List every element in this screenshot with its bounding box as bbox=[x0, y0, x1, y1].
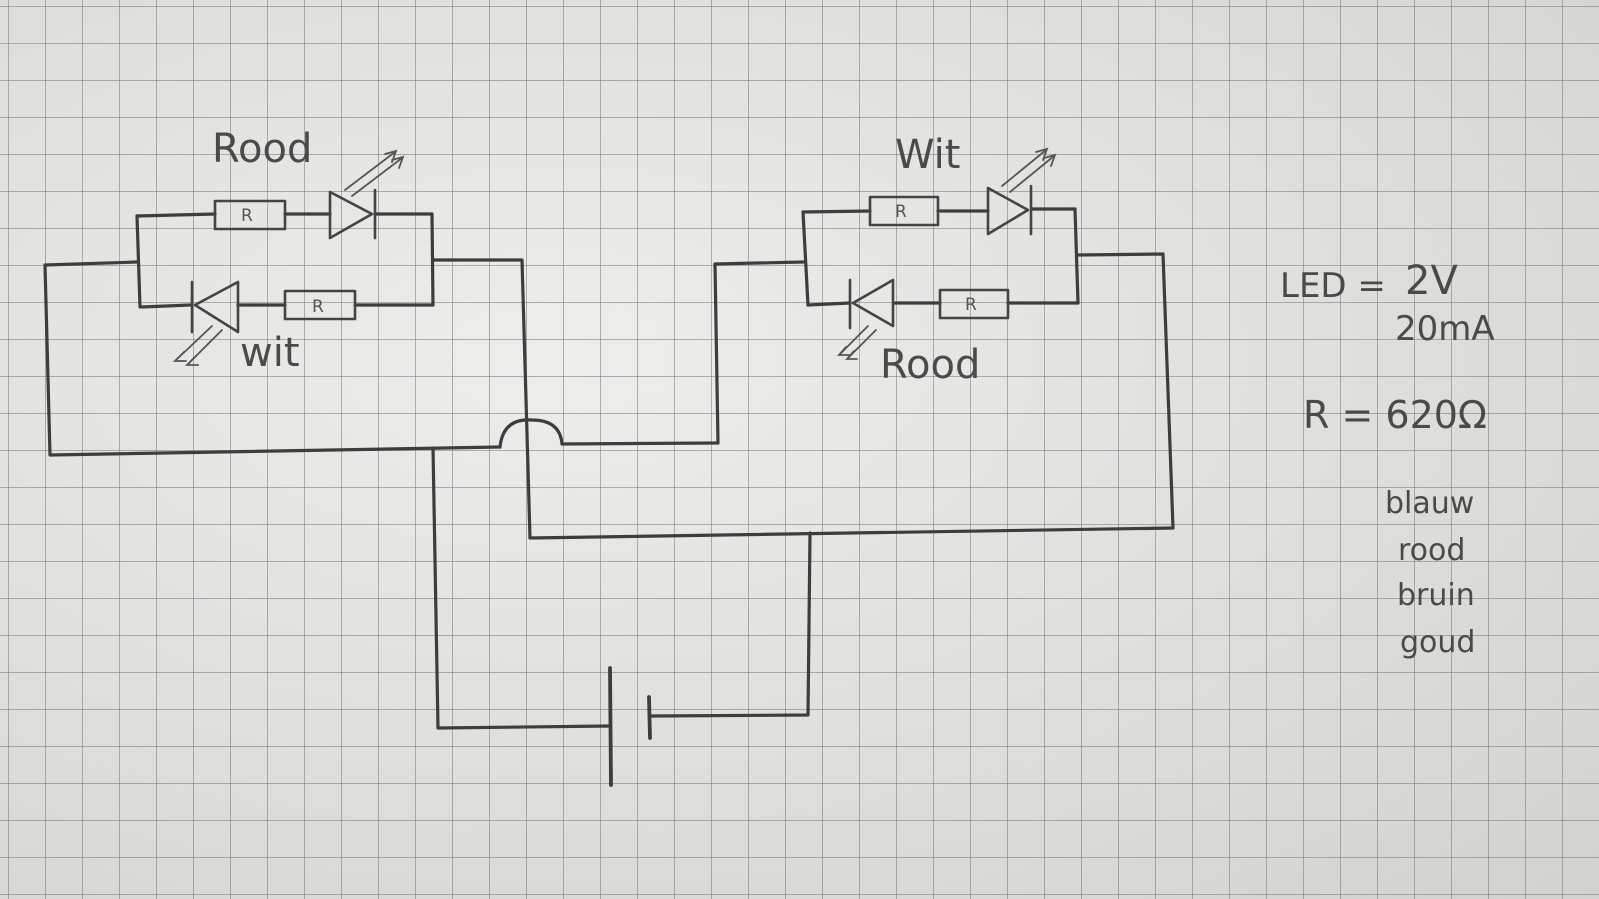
resistor-bottom-left bbox=[283, 289, 357, 321]
resistor-label: R bbox=[965, 295, 977, 315]
led-rood-right bbox=[837, 278, 895, 360]
right-led-pair: R R Wit Rood bbox=[801, 132, 1080, 388]
resistor-top-left bbox=[213, 199, 287, 231]
led-current: 20mA bbox=[1395, 309, 1495, 349]
led-rood-left bbox=[328, 149, 405, 240]
battery-symbol bbox=[608, 666, 652, 787]
resistor-bottom-right bbox=[938, 288, 1010, 320]
label-wit-top-right: Wit bbox=[895, 132, 960, 178]
calculation-notes: LED = 2V 20mA R = 620Ω blauw rood bruin … bbox=[1280, 258, 1495, 660]
left-led-pair: R R Rood wit bbox=[135, 126, 435, 376]
label-rood-bottom-right: Rood bbox=[880, 342, 980, 388]
resistor-value: R = 620Ω bbox=[1303, 393, 1487, 437]
led-wit-left bbox=[172, 280, 240, 366]
color-band-4: goud bbox=[1400, 625, 1475, 660]
label-wit-bottom-left: wit bbox=[240, 330, 300, 376]
resistor-label: R bbox=[241, 206, 253, 226]
color-band-1: blauw bbox=[1385, 486, 1474, 521]
led-wit-right bbox=[986, 147, 1057, 236]
resistor-label: R bbox=[312, 297, 324, 317]
resistor-top-right bbox=[868, 195, 940, 227]
led-label: LED = bbox=[1280, 266, 1386, 306]
label-rood-top-left: Rood bbox=[212, 126, 312, 172]
circuit-wires bbox=[43, 252, 1175, 787]
color-band-3: bruin bbox=[1397, 578, 1475, 613]
led-voltage: 2V bbox=[1405, 258, 1458, 304]
resistor-label: R bbox=[895, 202, 907, 222]
color-band-2: rood bbox=[1398, 533, 1465, 568]
